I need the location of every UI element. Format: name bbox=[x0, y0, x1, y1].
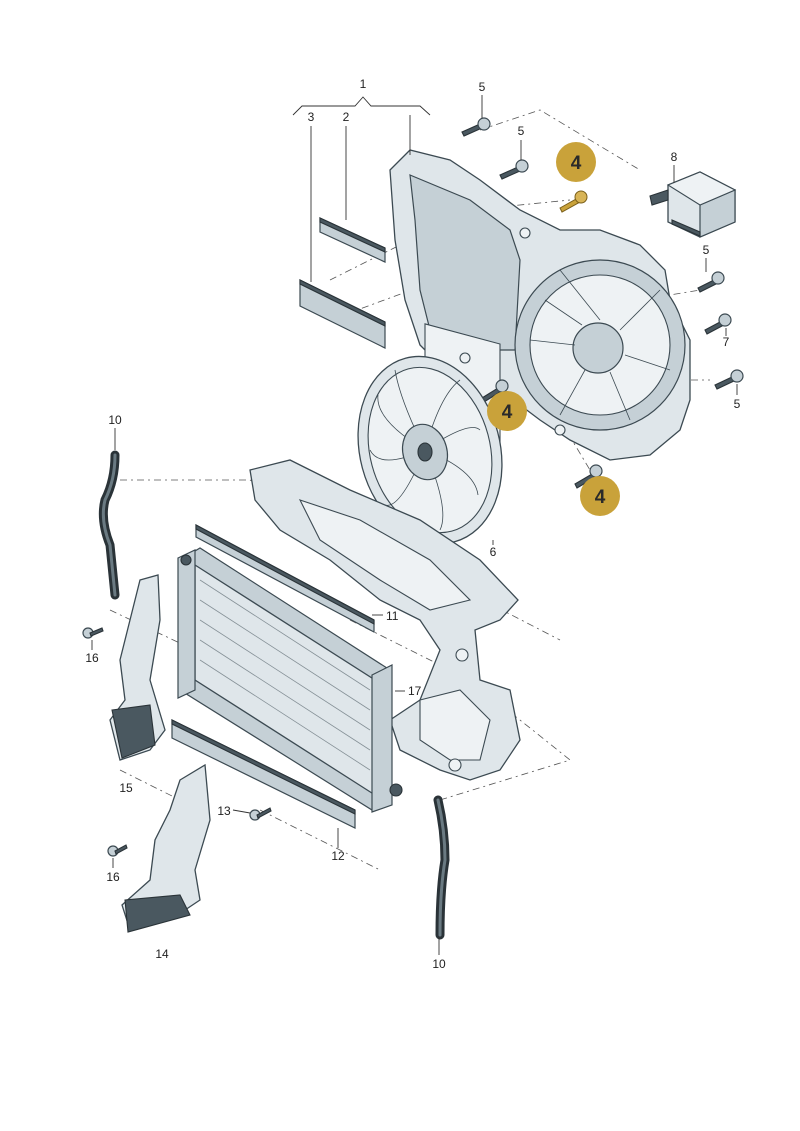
callout-16-upper: 16 bbox=[85, 651, 99, 665]
callout-17: 17 bbox=[408, 684, 422, 698]
callout-8: 8 bbox=[671, 150, 678, 164]
bolt-5-top bbox=[461, 117, 491, 137]
seal-strip-11 bbox=[195, 523, 375, 634]
callout-13: 13 bbox=[217, 804, 231, 818]
callout-12: 12 bbox=[331, 849, 345, 863]
highlight-badge-4-lower: 4 bbox=[580, 476, 620, 516]
svg-text:4: 4 bbox=[595, 487, 606, 508]
callout-14: 14 bbox=[155, 947, 169, 961]
callout-2: 2 bbox=[343, 110, 350, 124]
callout-3: 3 bbox=[308, 110, 315, 124]
highlight-badge-4-top: 4 bbox=[556, 142, 596, 182]
bolt-16-upper bbox=[82, 627, 104, 639]
seal-strip-2 bbox=[319, 217, 386, 263]
lock-carrier bbox=[249, 459, 521, 781]
callout-1: 1 bbox=[360, 77, 367, 91]
callout-6: 6 bbox=[490, 545, 497, 559]
callout-10-lower: 10 bbox=[432, 957, 446, 971]
highlight-badge-4-middle: 4 bbox=[487, 391, 527, 431]
air-guide-15 bbox=[109, 574, 166, 761]
svg-text:4: 4 bbox=[502, 402, 513, 423]
seal-strip-3 bbox=[299, 279, 386, 349]
callout-5-top: 5 bbox=[479, 80, 486, 94]
svg-text:4: 4 bbox=[571, 153, 582, 174]
fan-wheel bbox=[357, 355, 503, 545]
air-guide-14 bbox=[121, 763, 211, 933]
hose-10-upper bbox=[98, 450, 120, 600]
bolt-5-right-lower bbox=[714, 369, 744, 390]
callout-7: 7 bbox=[723, 335, 730, 349]
callout-16-lower: 16 bbox=[106, 870, 120, 884]
callout-15: 15 bbox=[119, 781, 133, 795]
bolt-7 bbox=[704, 313, 732, 335]
hose-10-lower bbox=[433, 795, 450, 940]
callout-5-second: 5 bbox=[518, 124, 525, 138]
bolt-4-top bbox=[559, 190, 588, 213]
leader-lines bbox=[91, 95, 738, 955]
bolt-5-second bbox=[499, 159, 529, 180]
callout-5-right-lower: 5 bbox=[734, 397, 741, 411]
bolt-4-lower bbox=[574, 464, 603, 489]
callout-11: 11 bbox=[386, 609, 399, 623]
fan-control-unit bbox=[649, 171, 737, 238]
radiator bbox=[177, 547, 403, 813]
bolt-16-lower bbox=[107, 844, 128, 857]
bolt-13 bbox=[249, 807, 272, 821]
callout-5-right-upper: 5 bbox=[703, 243, 710, 257]
callout-10-upper: 10 bbox=[108, 413, 122, 427]
bolt-5-right-upper bbox=[697, 271, 725, 293]
callout-labels: 1 2 3 5 5 8 5 7 5 6 10 11 17 16 15 13 12… bbox=[85, 77, 740, 971]
seal-strip-12 bbox=[171, 719, 356, 829]
